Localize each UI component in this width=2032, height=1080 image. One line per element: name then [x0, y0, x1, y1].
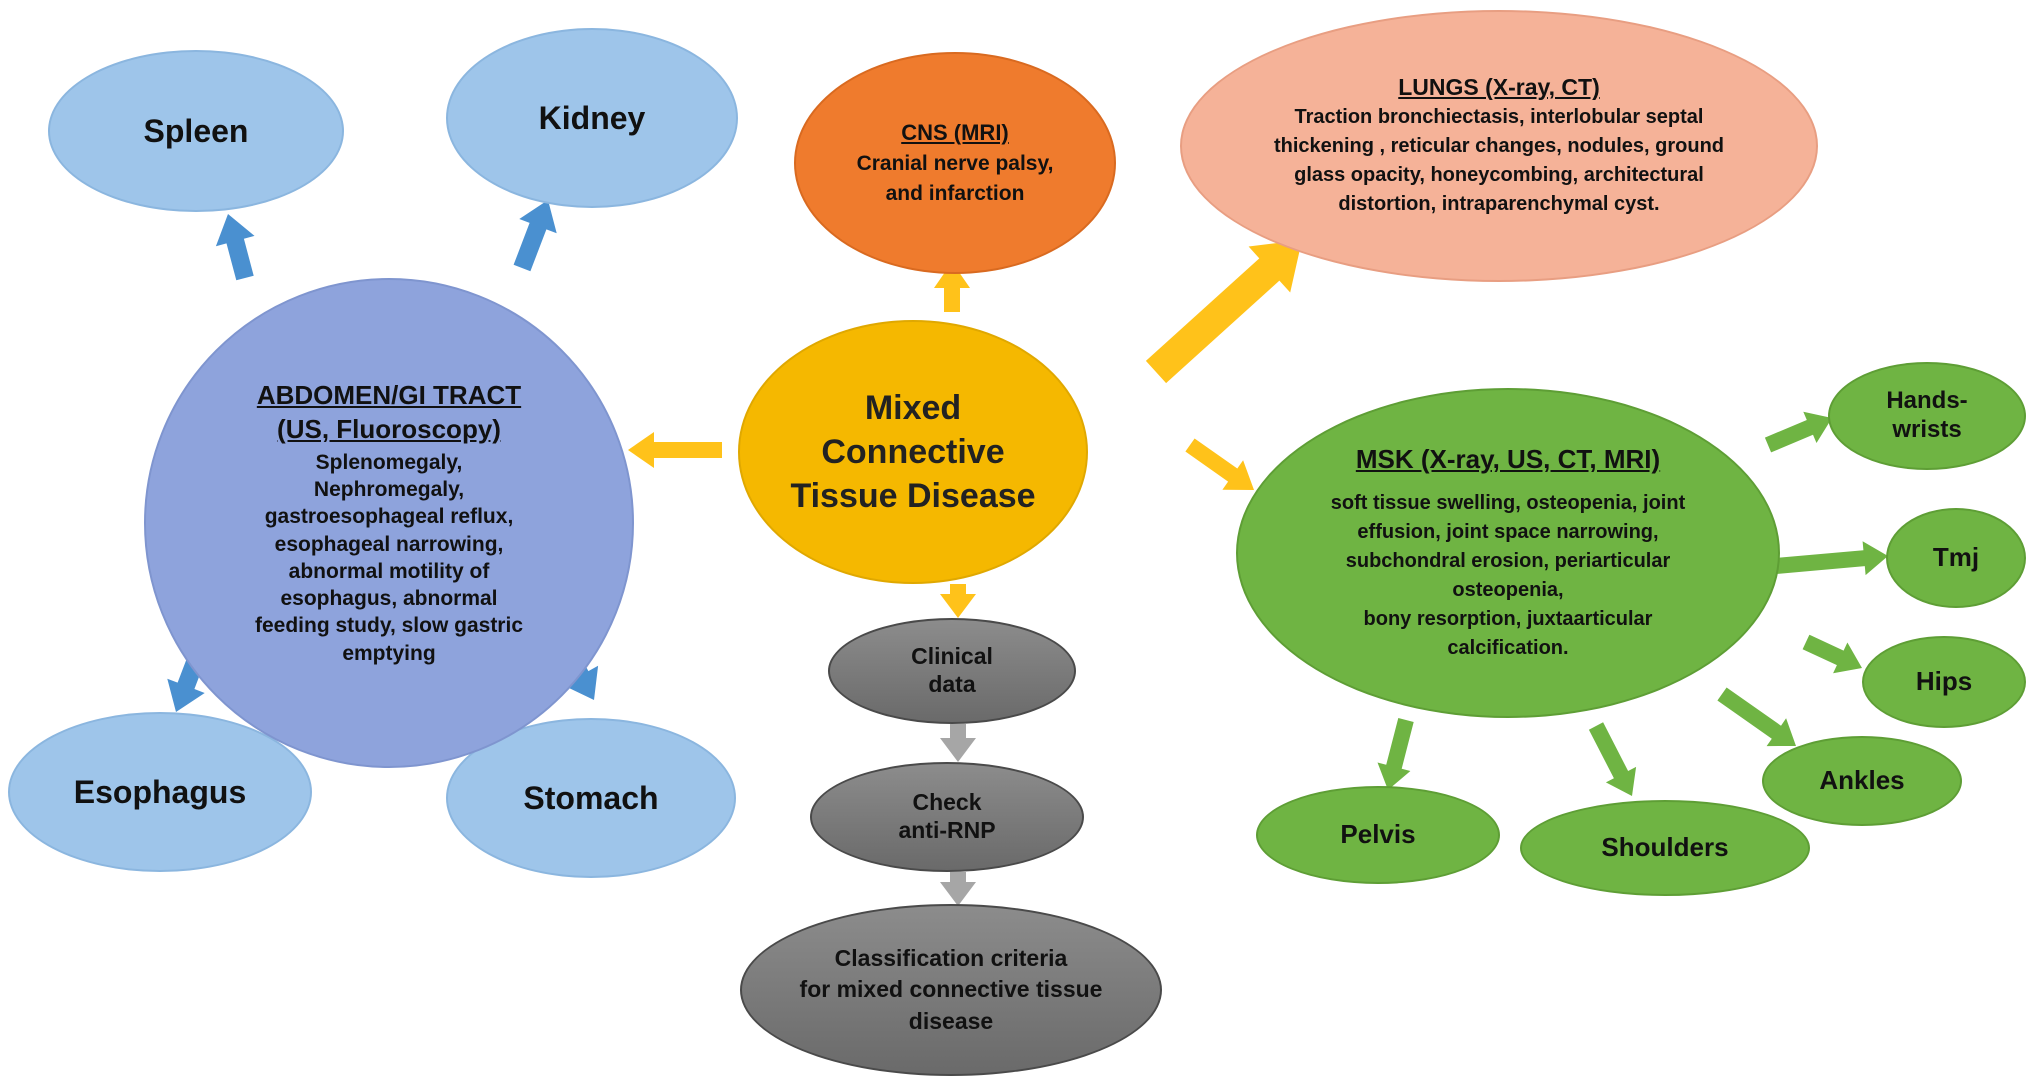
hips-node: Hips — [1862, 636, 2026, 728]
lungs-node: LUNGS (X-ray, CT) Traction bronchiectasi… — [1180, 10, 1818, 282]
ankles-node: Ankles — [1762, 736, 1962, 826]
arrow-to-anti-rnp — [940, 724, 976, 762]
cns-findings: Cranial nerve palsy, and infarction — [856, 152, 1054, 205]
arrow-to-lungs — [1145, 240, 1302, 384]
pelvis-label: Pelvis — [1340, 819, 1416, 850]
classification-criteria-node: Classification criteria for mixed connec… — [740, 904, 1162, 1076]
kidney-label: Kidney — [538, 99, 646, 136]
stomach-node: Stomach — [446, 718, 736, 878]
esophagus-node: Esophagus — [8, 712, 312, 872]
msk-findings: soft tissue swelling, osteopenia, joint … — [1330, 491, 1686, 659]
check-anti-rnp-node: Check anti-RNP — [810, 762, 1084, 872]
arrow-to-abdomen — [628, 432, 722, 468]
arrow-to-msk — [1185, 438, 1254, 490]
arrow-to-pelvis — [1377, 718, 1414, 790]
arrow-to-tmj — [1775, 541, 1888, 576]
spleen-node: Spleen — [48, 50, 344, 212]
arrow-to-kidney — [513, 200, 557, 272]
lungs-title: LUNGS (X-ray, CT) — [1398, 74, 1600, 101]
abdomen-title-line1: ABDOMEN/GI TRACT — [256, 380, 522, 411]
arrow-to-shoulders — [1588, 722, 1637, 796]
msk-node: MSK (X-ray, US, CT, MRI) soft tissue swe… — [1236, 388, 1780, 718]
center-label: Mixed Connective Tissue Disease — [790, 388, 1036, 516]
check-anti-rnp-label: Check anti-RNP — [898, 789, 996, 843]
center-node: Mixed Connective Tissue Disease — [738, 320, 1088, 584]
hands-wrists-node: Hands- wrists — [1828, 362, 2026, 470]
abdomen-node: ABDOMEN/GI TRACT (US, Fluoroscopy) Splen… — [144, 278, 634, 768]
abdomen-title-line2: (US, Fluoroscopy) — [277, 413, 501, 444]
stomach-label: Stomach — [523, 779, 659, 816]
arrow-to-hips — [1802, 634, 1862, 674]
arrow-to-clinical — [940, 584, 976, 618]
msk-title: MSK (X-ray, US, CT, MRI) — [1355, 444, 1661, 475]
arrow-to-criteria — [940, 872, 976, 906]
tmj-node: Tmj — [1886, 508, 2026, 608]
hands-wrists-label: Hands- wrists — [1886, 387, 1968, 443]
hips-label: Hips — [1915, 666, 1973, 697]
ankles-label: Ankles — [1819, 765, 1905, 796]
arrow-to-cns — [934, 262, 970, 312]
arrow-to-ankles — [1717, 687, 1796, 747]
tmj-label: Tmj — [1932, 542, 1980, 573]
arrow-to-spleen — [215, 214, 255, 281]
shoulders-node: Shoulders — [1520, 800, 1810, 896]
pelvis-node: Pelvis — [1256, 786, 1500, 884]
arrow-to-hands-wrists — [1764, 411, 1832, 453]
spleen-label: Spleen — [143, 112, 249, 149]
esophagus-label: Esophagus — [73, 773, 247, 810]
abdomen-findings: Splenomegaly, Nephromegaly, gastroesopha… — [255, 450, 523, 665]
clinical-data-label: Clinical data — [911, 643, 993, 697]
cns-title: CNS (MRI) — [901, 119, 1009, 145]
clinical-data-node: Clinical data — [828, 618, 1076, 724]
shoulders-label: Shoulders — [1601, 832, 1729, 863]
lungs-findings: Traction bronchiectasis, interlobular se… — [1273, 105, 1725, 215]
kidney-node: Kidney — [446, 28, 738, 208]
cns-node: CNS (MRI) Cranial nerve palsy, and infar… — [794, 52, 1116, 274]
classification-criteria-label: Classification criteria for mixed connec… — [799, 945, 1103, 1034]
